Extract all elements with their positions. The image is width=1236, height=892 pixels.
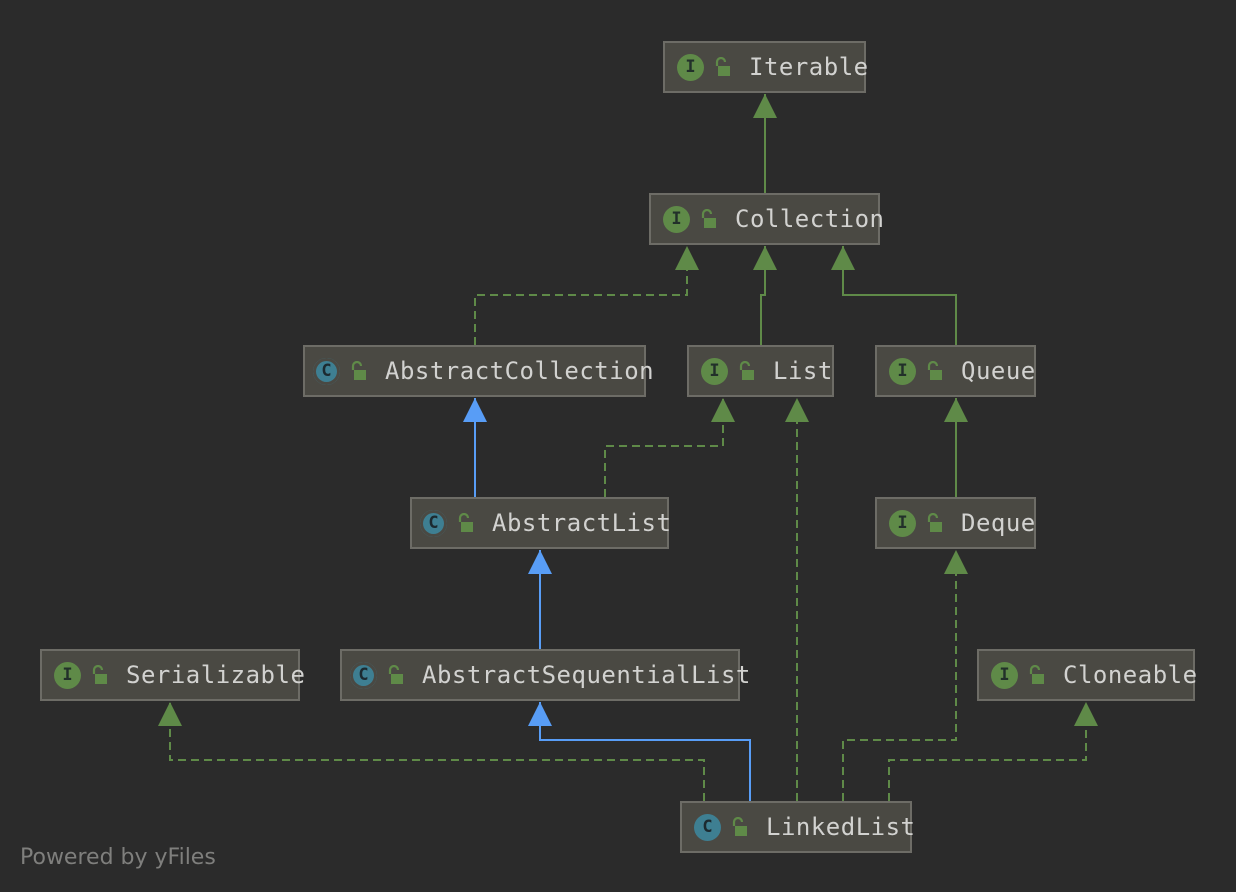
unlocked-icon (715, 57, 730, 76)
node-label: List (773, 357, 833, 385)
node-deque[interactable]: I Deque (875, 497, 1036, 549)
node-cloneable[interactable]: I Cloneable (977, 649, 1198, 701)
node-label: Iterable (749, 53, 869, 81)
node-label: AbstractCollection (385, 357, 655, 385)
node-queue[interactable]: I Queue (875, 345, 1036, 397)
node-label: Deque (961, 509, 1036, 537)
edge-linkedlist-implements-deque (842, 550, 968, 801)
node-list[interactable]: I List (687, 345, 834, 397)
node-collection[interactable]: I Collection (649, 193, 884, 245)
node-label: AbstractList (492, 509, 672, 537)
edge-queue-extends-collection (831, 246, 957, 345)
interface-icon: I (889, 357, 916, 385)
unlocked-icon (927, 513, 942, 532)
interface-icon: I (991, 661, 1018, 689)
unlocked-icon (927, 361, 942, 380)
watermark: Powered by yFiles (20, 845, 216, 870)
unlocked-icon (92, 665, 107, 684)
node-abstract-list[interactable]: C AbstractList (410, 497, 672, 549)
class-icon: C (694, 813, 721, 841)
node-label: Serializable (126, 661, 306, 689)
edge-list-extends-collection (753, 246, 777, 345)
edge-linkedlist-implements-cloneable (888, 702, 1098, 801)
unlocked-icon (701, 209, 716, 228)
node-label: Collection (735, 205, 885, 233)
interface-icon: I (701, 357, 728, 385)
interface-icon: I (663, 205, 690, 233)
interface-icon: I (54, 661, 81, 689)
node-abstract-collection[interactable]: C AbstractCollection (303, 345, 654, 397)
edge-linkedlist-extends-abstractsequentiallist (528, 702, 751, 801)
unlocked-icon (1029, 665, 1044, 684)
interface-icon: I (677, 53, 704, 81)
node-label: Queue (961, 357, 1036, 385)
abstract-class-icon: C (420, 509, 447, 537)
unlocked-icon (351, 361, 366, 380)
edge-abstractcollection-implements-collection (474, 246, 699, 345)
unlocked-icon (739, 361, 754, 380)
node-abstract-sequential-list[interactable]: C AbstractSequentialList (340, 649, 750, 701)
node-linked-list[interactable]: C LinkedList (680, 801, 915, 853)
unlocked-icon (458, 513, 473, 532)
node-label: LinkedList (766, 813, 916, 841)
interface-icon: I (889, 509, 916, 537)
abstract-class-icon: C (350, 661, 377, 689)
node-serializable[interactable]: I Serializable (40, 649, 305, 701)
node-label: Cloneable (1063, 661, 1198, 689)
unlocked-icon (732, 817, 747, 836)
node-iterable[interactable]: I Iterable (663, 41, 869, 93)
node-label: AbstractSequentialList (422, 661, 751, 689)
edge-abstractlist-implements-list (604, 398, 735, 497)
abstract-class-icon: C (313, 357, 340, 385)
edge-linkedlist-implements-serializable (158, 702, 705, 801)
unlocked-icon (388, 665, 403, 684)
